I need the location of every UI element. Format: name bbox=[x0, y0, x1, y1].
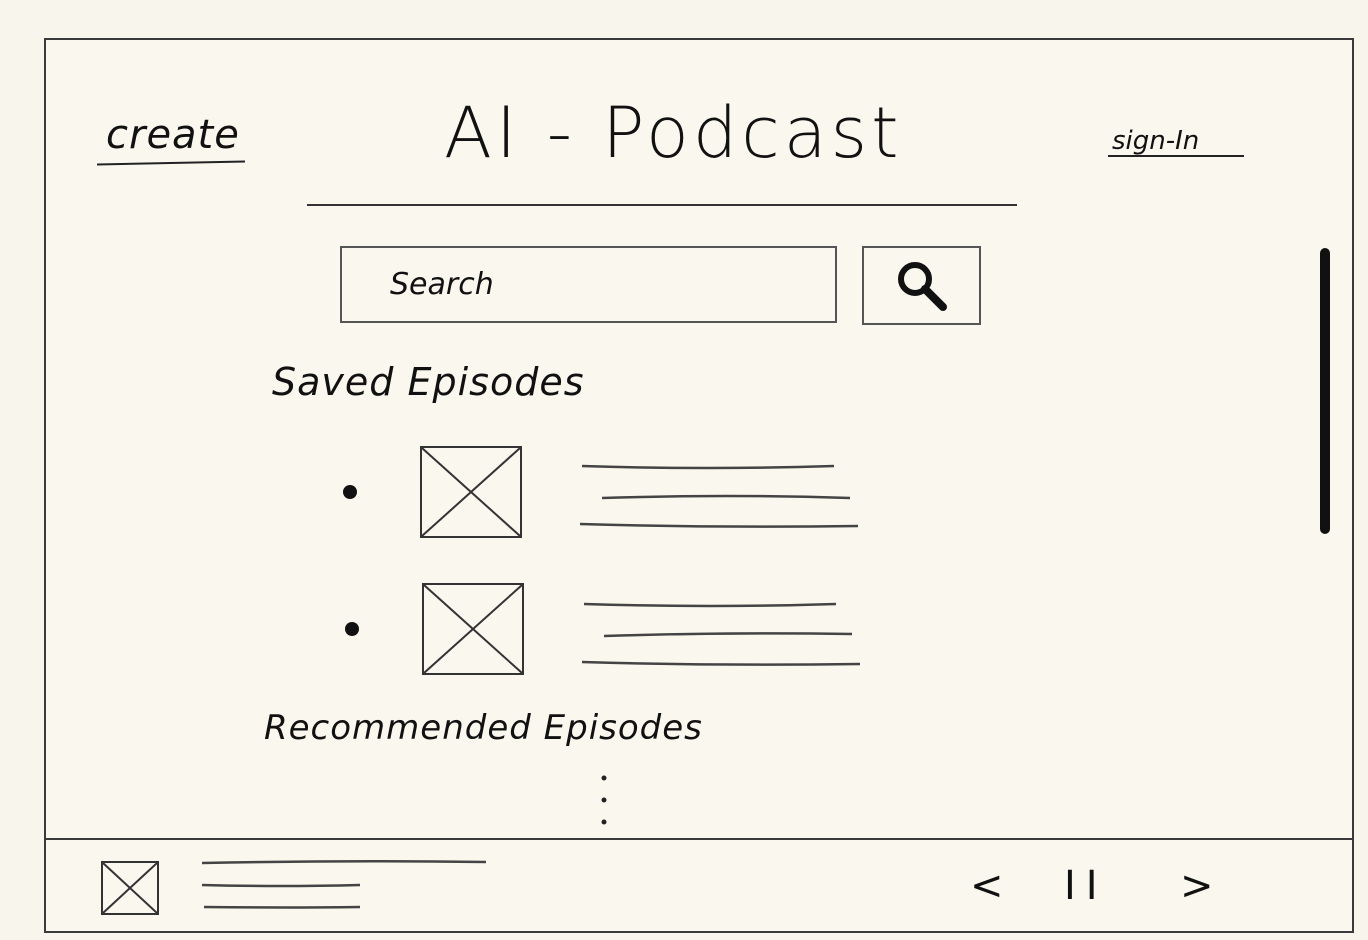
image-placeholder-icon bbox=[101, 861, 159, 915]
episode-text-placeholder bbox=[581, 602, 861, 666]
page-title: AI - Podcast bbox=[444, 92, 903, 174]
app-window bbox=[44, 38, 1354, 933]
player-bar bbox=[44, 838, 1354, 933]
search-input[interactable] bbox=[340, 246, 837, 323]
vertical-scrollbar[interactable] bbox=[1320, 248, 1330, 534]
sign-in-link[interactable]: sign-In bbox=[1112, 126, 1200, 156]
image-placeholder-icon bbox=[420, 446, 522, 538]
saved-episodes-heading: Saved Episodes bbox=[272, 360, 585, 404]
title-divider bbox=[307, 204, 1017, 206]
more-items-indicator bbox=[601, 775, 607, 825]
now-playing-text-placeholder bbox=[201, 859, 487, 909]
create-link[interactable]: create bbox=[106, 112, 240, 158]
recommended-episodes-heading: Recommended Episodes bbox=[264, 708, 703, 748]
next-button[interactable]: > bbox=[1180, 863, 1214, 909]
search-button[interactable] bbox=[862, 246, 981, 325]
image-placeholder-icon bbox=[422, 583, 524, 675]
episode-text-placeholder bbox=[579, 464, 859, 528]
sign-in-link-underline bbox=[1108, 155, 1244, 157]
bullet-icon bbox=[343, 485, 357, 499]
previous-button[interactable]: < bbox=[970, 863, 1004, 909]
search-icon bbox=[891, 255, 953, 317]
pause-button[interactable]: II bbox=[1064, 863, 1108, 909]
bullet-icon bbox=[345, 622, 359, 636]
